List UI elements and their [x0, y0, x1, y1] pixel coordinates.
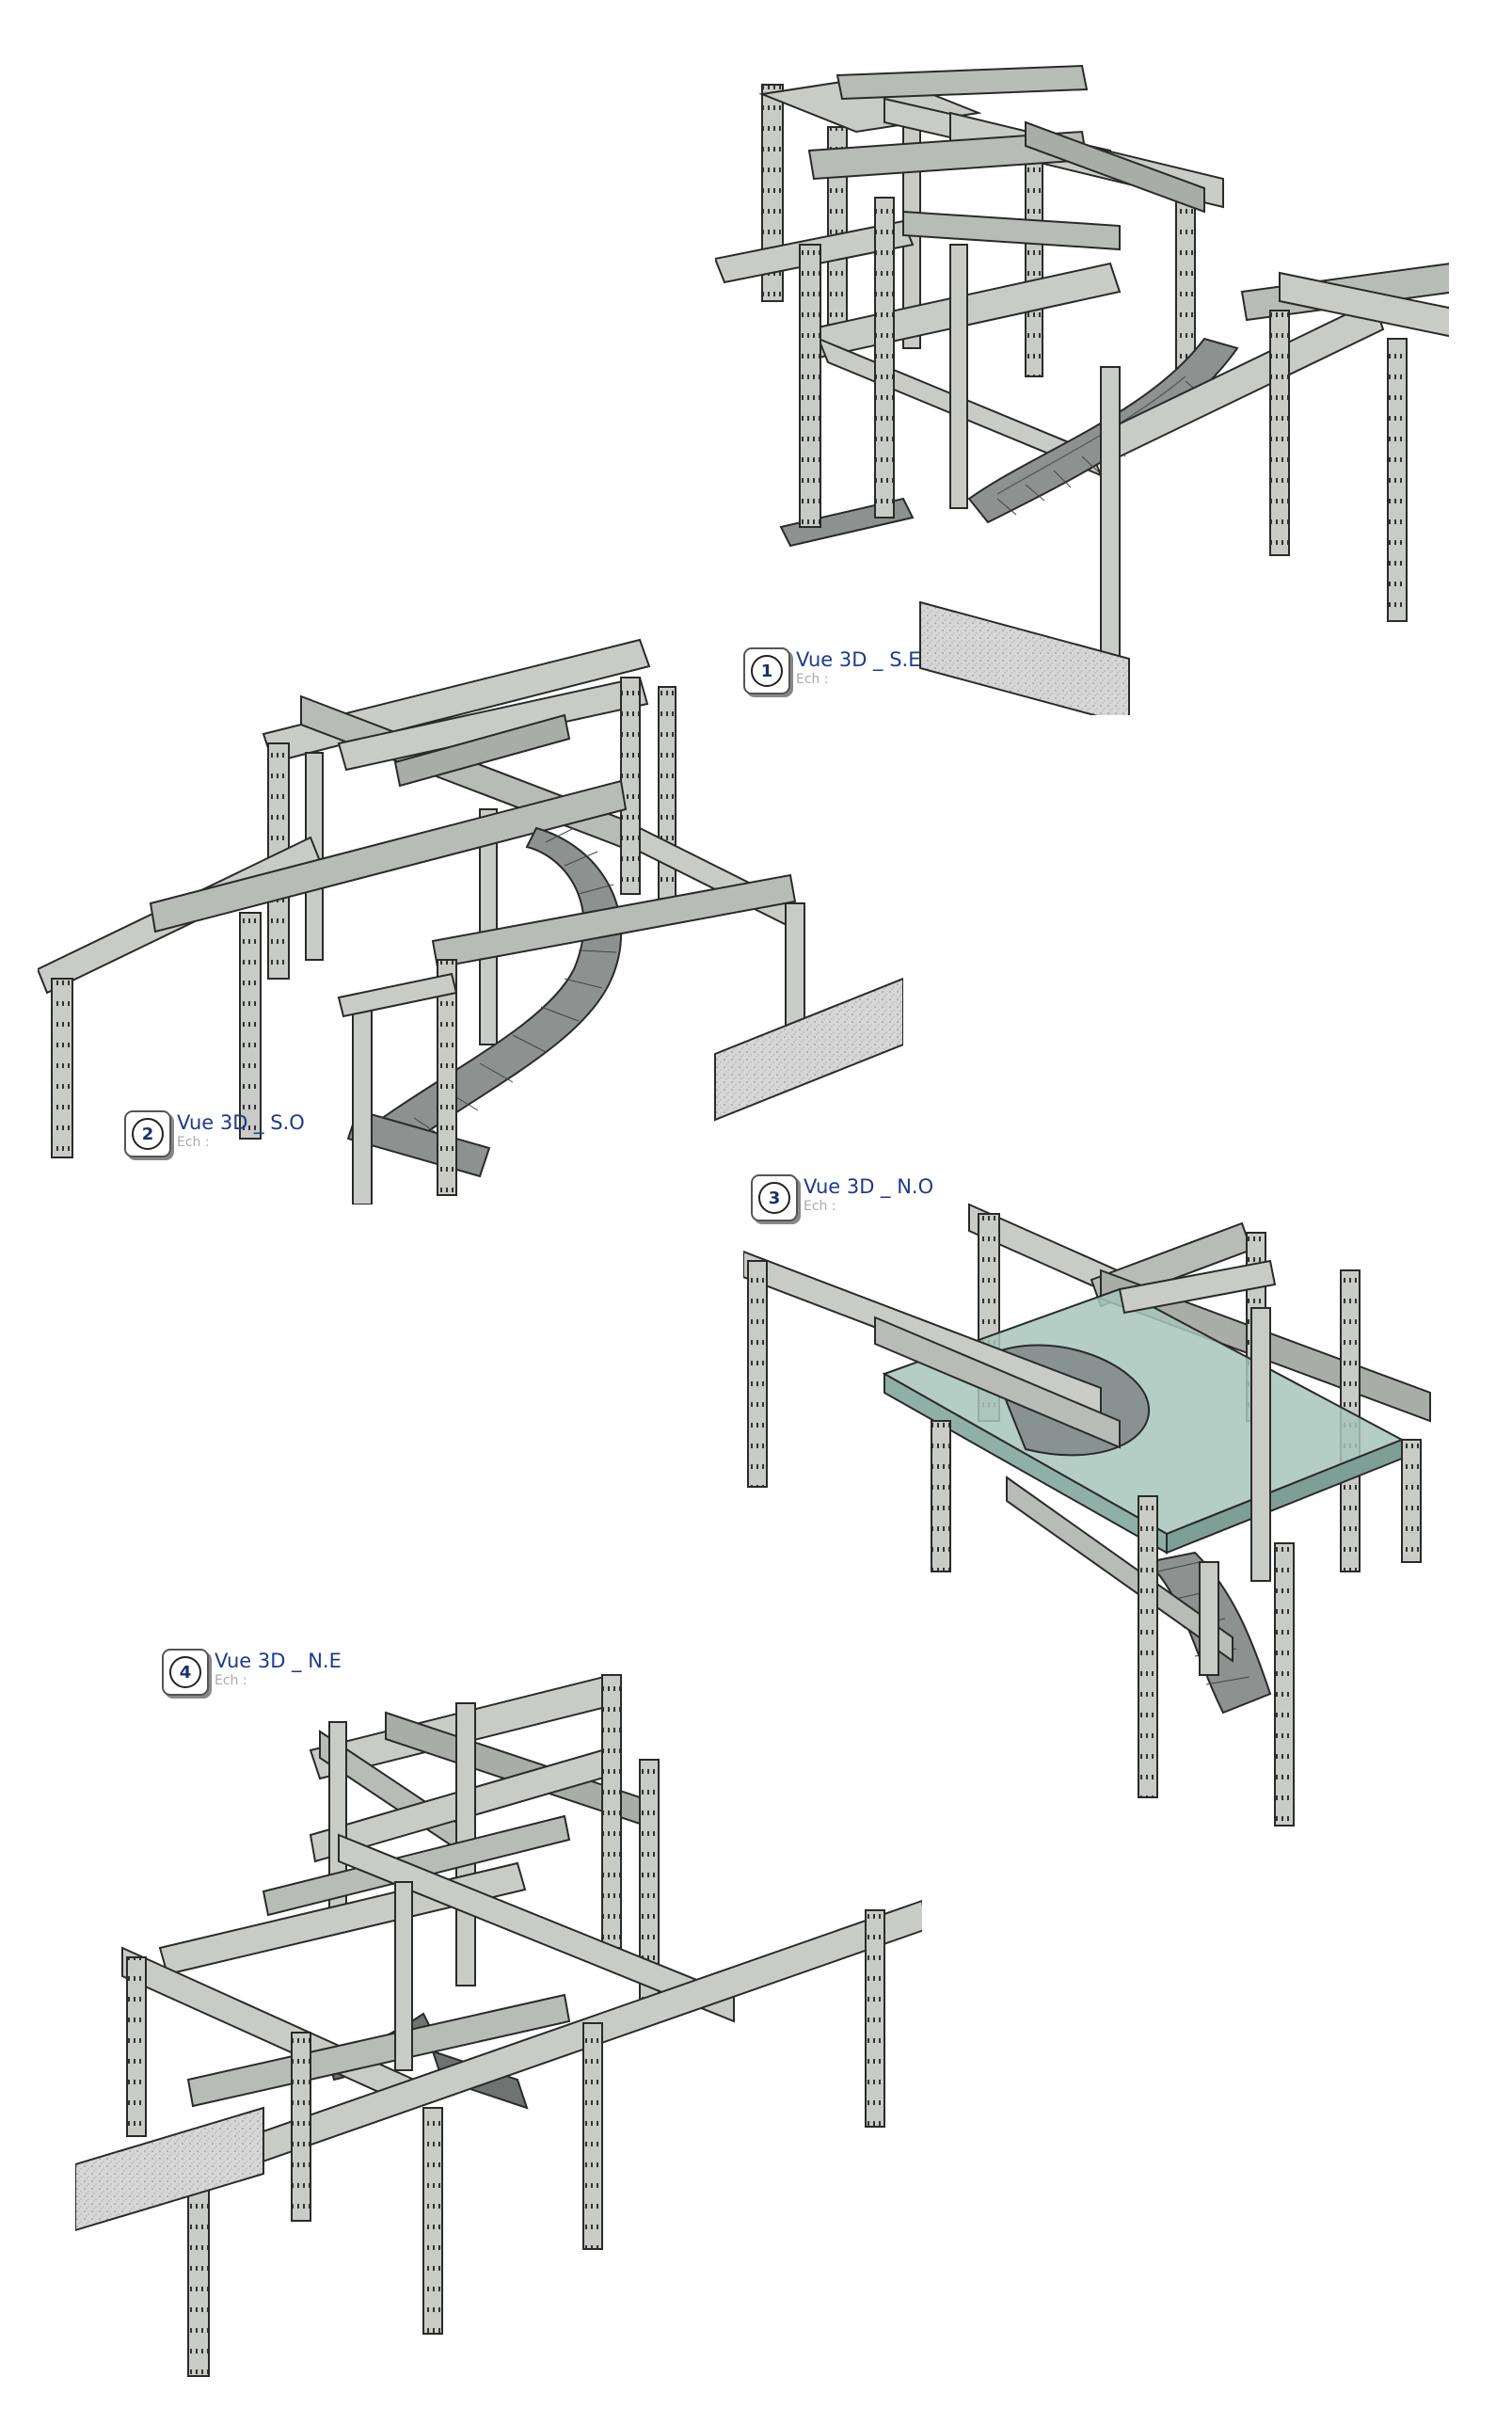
- view-number-badge: 3: [751, 1174, 798, 1221]
- view-title: Vue 3D _ S.O: [177, 1111, 305, 1134]
- view-3-drawing: [743, 1167, 1477, 1844]
- view-scale: Ech :: [796, 672, 829, 687]
- view-number-badge: 2: [124, 1110, 171, 1157]
- view-2-drawing: [38, 621, 903, 1204]
- view-1-label: 1 Vue 3D _ S.E Ech :: [743, 647, 921, 694]
- view-title: Vue 3D _ N.O: [804, 1175, 934, 1198]
- view-number: 4: [169, 1656, 201, 1688]
- view-title: Vue 3D _ S.E: [796, 648, 921, 671]
- view-scale: Ech :: [215, 1673, 247, 1688]
- view-2-label: 2 Vue 3D _ S.O Ech :: [124, 1110, 305, 1157]
- view-4-label: 4 Vue 3D _ N.E Ech :: [162, 1649, 342, 1696]
- view-number: 1: [751, 655, 783, 687]
- view-title: Vue 3D _ N.E: [215, 1650, 342, 1672]
- view-4-drawing: [75, 1637, 922, 2390]
- view-number: 3: [758, 1182, 790, 1214]
- view-scale: Ech :: [804, 1199, 836, 1214]
- view-3-label: 3 Vue 3D _ N.O Ech :: [751, 1174, 933, 1221]
- view-number-badge: 1: [743, 647, 790, 694]
- view-1-drawing: [715, 56, 1449, 715]
- view-number: 2: [132, 1118, 164, 1150]
- view-scale: Ech :: [177, 1135, 210, 1150]
- view-number-badge: 4: [162, 1649, 209, 1696]
